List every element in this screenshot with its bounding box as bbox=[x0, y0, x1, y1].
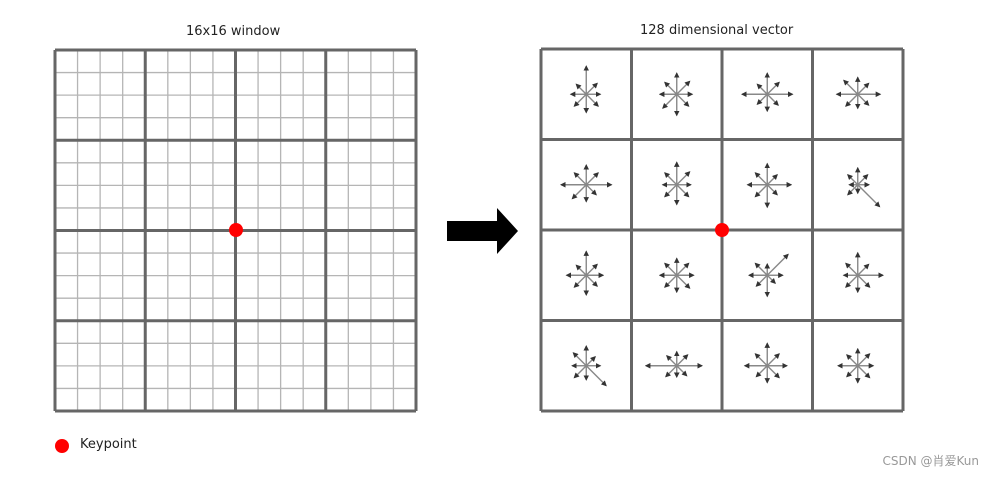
gradient-arrow bbox=[575, 83, 587, 95]
orientation-histogram-cell bbox=[743, 342, 788, 384]
gradient-arrow bbox=[843, 79, 859, 95]
gradient-arrow bbox=[585, 263, 598, 276]
gradient-arrow bbox=[857, 93, 870, 106]
gradient-arrow bbox=[572, 352, 587, 367]
gradient-arrow bbox=[754, 262, 768, 276]
gradient-arrow bbox=[754, 184, 768, 198]
gradient-arrow bbox=[845, 262, 859, 276]
gradient-arrow bbox=[664, 81, 678, 95]
gradient-arrow bbox=[845, 274, 859, 288]
gradient-arrow bbox=[662, 93, 678, 109]
orientation-histogram-cell bbox=[569, 65, 602, 114]
gradient-arrow bbox=[585, 82, 598, 95]
gradient-arrow bbox=[585, 93, 599, 107]
orientation-histogram-cell bbox=[835, 76, 882, 110]
gradient-arrow bbox=[664, 184, 678, 198]
gradient-arrow bbox=[573, 93, 587, 107]
descriptor-grid-4x4 bbox=[539, 47, 905, 413]
orientation-histogram-cell bbox=[842, 251, 885, 294]
orientation-histogram-cell bbox=[837, 347, 875, 384]
gradient-arrow bbox=[676, 262, 690, 276]
gradient-arrow bbox=[575, 264, 587, 276]
gradient-arrow bbox=[766, 184, 778, 196]
gradient-arrow bbox=[846, 354, 859, 367]
gradient-arrow bbox=[676, 354, 689, 367]
orientation-histogram-cell bbox=[658, 257, 695, 294]
gradient-arrow bbox=[756, 93, 768, 105]
gradient-arrow bbox=[573, 274, 587, 288]
window-grid-16x16 bbox=[53, 48, 418, 413]
gradient-arrow bbox=[573, 365, 587, 379]
gradient-arrow bbox=[676, 93, 690, 107]
gradient-arrow bbox=[847, 174, 859, 186]
gradient-arrow bbox=[846, 365, 859, 378]
orientation-histogram-cell bbox=[661, 161, 692, 206]
keypoint-marker-left bbox=[229, 223, 243, 237]
orientation-histogram-cell bbox=[740, 72, 794, 113]
gradient-arrow bbox=[857, 174, 869, 186]
gradient-arrow bbox=[755, 365, 768, 378]
orientation-histogram-cell bbox=[644, 350, 704, 379]
left-title: 16x16 window bbox=[186, 24, 281, 39]
gradient-arrow bbox=[847, 184, 859, 196]
gradient-arrow bbox=[676, 365, 688, 377]
gradient-arrow bbox=[664, 274, 678, 288]
orientation-histogram-cell bbox=[847, 166, 881, 208]
gradient-arrow bbox=[573, 172, 587, 186]
gradient-arrow bbox=[857, 82, 870, 95]
gradient-arrow bbox=[857, 263, 870, 276]
gradient-arrow bbox=[766, 81, 780, 95]
gradient-arrow bbox=[571, 184, 587, 200]
right-title: 128 dimensional vector bbox=[640, 23, 794, 38]
orientation-histogram-cell bbox=[571, 345, 607, 387]
gradient-arrow bbox=[585, 356, 596, 367]
gradient-arrow bbox=[676, 171, 691, 186]
gradient-arrow bbox=[664, 262, 678, 276]
watermark: CSDN @肖爱Kun bbox=[882, 454, 979, 468]
orientation-histogram-cell bbox=[747, 253, 789, 298]
orientation-histogram-cell bbox=[559, 164, 613, 203]
right-arrow-icon bbox=[447, 208, 518, 254]
gradient-arrow bbox=[766, 253, 789, 276]
gradient-arrow bbox=[676, 80, 691, 95]
gradient-arrow bbox=[676, 274, 691, 289]
gradient-arrow bbox=[585, 365, 607, 387]
gradient-arrow bbox=[754, 172, 768, 186]
gradient-arrow bbox=[857, 184, 881, 208]
gradient-arrow bbox=[665, 365, 678, 378]
gradient-arrow bbox=[664, 172, 678, 186]
orientation-histogram-cell bbox=[746, 162, 793, 209]
gradient-arrow bbox=[845, 93, 859, 107]
gradient-arrow bbox=[766, 93, 779, 106]
keypoint-marker-right bbox=[715, 223, 729, 237]
orientation-histogram-cell bbox=[658, 72, 694, 117]
gradient-arrow bbox=[766, 174, 778, 186]
gradient-arrow bbox=[857, 365, 871, 379]
gradient-arrow bbox=[766, 353, 780, 367]
gradient-arrow bbox=[676, 184, 690, 198]
gradient-arrow bbox=[754, 353, 768, 367]
gradient-arrow bbox=[755, 274, 768, 287]
gradient-arrow bbox=[766, 274, 776, 284]
gradient-arrow bbox=[585, 274, 598, 287]
gradient-arrow bbox=[857, 274, 871, 288]
legend-label: Keypoint bbox=[80, 437, 137, 452]
gradient-arrow bbox=[585, 184, 597, 196]
orientation-histogram-cell bbox=[565, 250, 605, 296]
gradient-arrow bbox=[756, 83, 768, 95]
gradient-arrow bbox=[766, 365, 780, 379]
gradient-arrow bbox=[585, 172, 599, 186]
gradient-arrow bbox=[666, 355, 678, 367]
gradient-arrow bbox=[857, 353, 871, 367]
legend-keypoint-icon bbox=[55, 439, 69, 453]
